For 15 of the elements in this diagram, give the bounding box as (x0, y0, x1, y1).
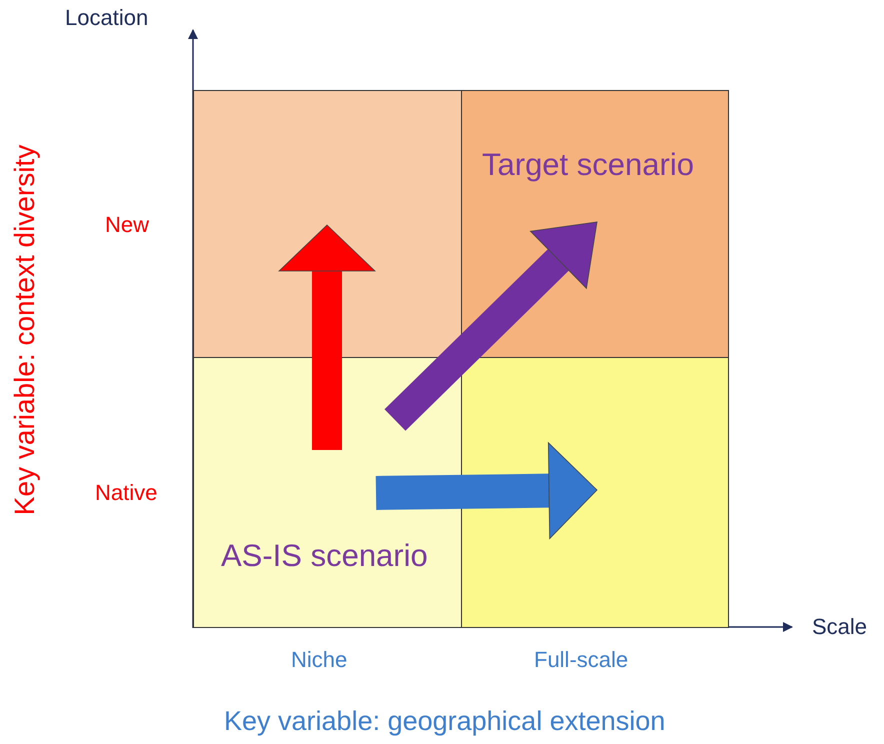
block-arrow (278, 224, 376, 450)
quadrant-box (193, 90, 462, 358)
axis-title: Scale (812, 614, 868, 640)
tick-label: New (105, 212, 150, 238)
block-arrow (376, 442, 598, 540)
scenario-label: AS-IS scenario (221, 538, 428, 574)
tick-label: Native (95, 480, 158, 506)
quadrant-box (461, 90, 729, 358)
tick-label: Full-scale (534, 647, 628, 673)
scenario-label: Target scenario (482, 147, 694, 183)
tick-label: Niche (291, 647, 348, 673)
axis-caption: Key variable: context diversity (9, 144, 41, 516)
axis-title: Location (65, 5, 148, 31)
quadrant-box (461, 357, 729, 628)
axis-caption: Key variable: geographical extension (224, 706, 666, 737)
